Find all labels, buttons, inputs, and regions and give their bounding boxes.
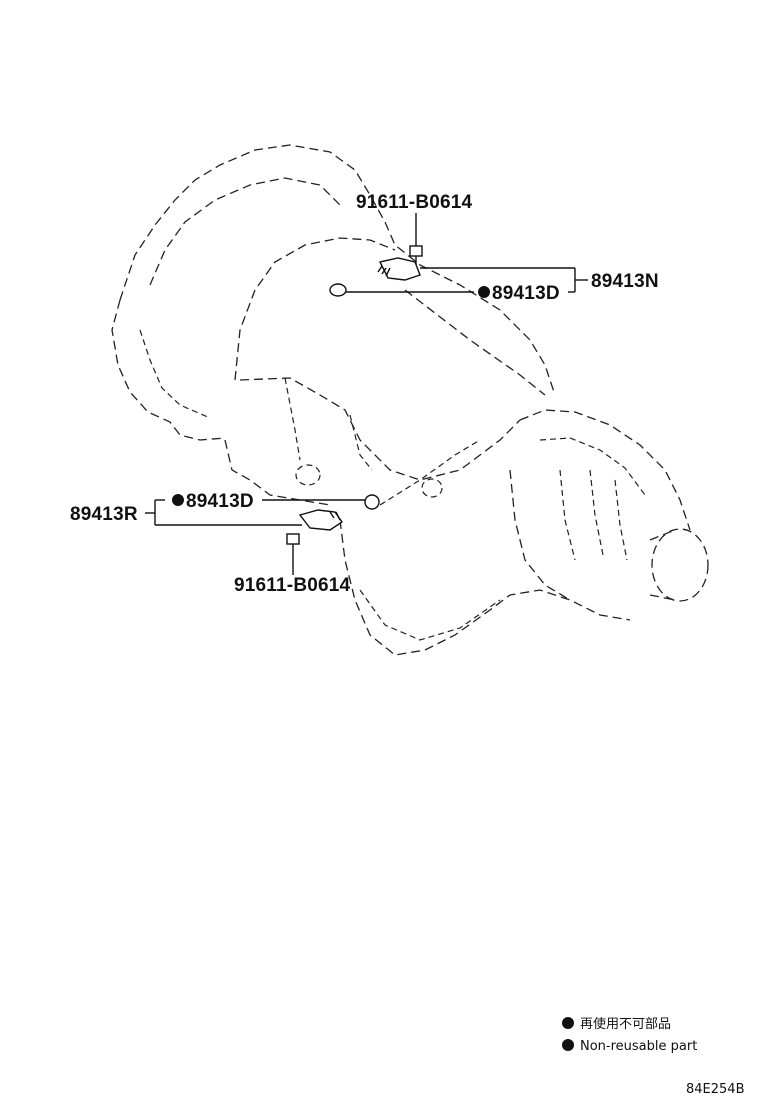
- legend-dot-jp: [562, 1017, 574, 1029]
- oil-pan-flange: [359, 589, 501, 641]
- label-sensor-bottom: 89413R: [70, 504, 138, 525]
- label-bolt-bottom: 91611-B0614: [234, 575, 351, 596]
- bolt-bottom: [286, 533, 300, 545]
- case-long-line: [404, 289, 546, 396]
- bell-housing-rib: [139, 329, 211, 419]
- case-body-side: [224, 439, 331, 506]
- case-body-ridge: [239, 377, 521, 481]
- extension-ribs: [559, 469, 628, 561]
- label-sensor-top: 89413N: [591, 271, 659, 292]
- port-boss-2: [421, 478, 443, 498]
- bell-housing-outline: [119, 144, 556, 396]
- speed-sensor-top: [329, 245, 423, 297]
- oring-top: [329, 283, 347, 297]
- extension-housing-inner: [539, 437, 646, 496]
- oil-pan-outline: [339, 519, 631, 656]
- port-boss-1: [295, 464, 321, 486]
- case-body-panel-2: [349, 414, 373, 471]
- bolt-top: [409, 245, 423, 257]
- extension-housing-side: [509, 469, 571, 601]
- case-body-panel: [284, 377, 301, 461]
- label-bolt-top: 91611-B0614: [356, 192, 473, 213]
- bell-housing-flange: [111, 299, 226, 441]
- sensor-body-bottom: [298, 509, 343, 531]
- diagram-code: 84E254B: [686, 1082, 745, 1097]
- legend-text-en: Non-reusable part: [580, 1039, 697, 1054]
- transmission-outline: [111, 144, 709, 656]
- legend-text-jp: 再使用不可部品: [580, 1016, 671, 1032]
- label-oring-bottom: 89413D: [186, 491, 254, 512]
- leader-lines: [145, 213, 588, 575]
- legend: 再使用不可部品 Non-reusable part: [562, 1016, 697, 1054]
- output-flange: [651, 528, 709, 602]
- non-reusable-marker-top: [478, 286, 490, 298]
- legend-dot-en: [562, 1039, 574, 1051]
- speed-sensor-bottom: [286, 494, 380, 554]
- extension-housing-top: [519, 409, 691, 531]
- oring-bottom: [364, 494, 380, 510]
- sensor-axis-line: [379, 439, 481, 506]
- output-shaft: [649, 529, 676, 601]
- label-oring-top: 89413D: [492, 283, 560, 304]
- case-body-upper: [234, 237, 396, 381]
- bell-housing-inner: [149, 177, 341, 286]
- sensor-body-top: [378, 257, 421, 281]
- non-reusable-marker-bottom: [172, 494, 184, 506]
